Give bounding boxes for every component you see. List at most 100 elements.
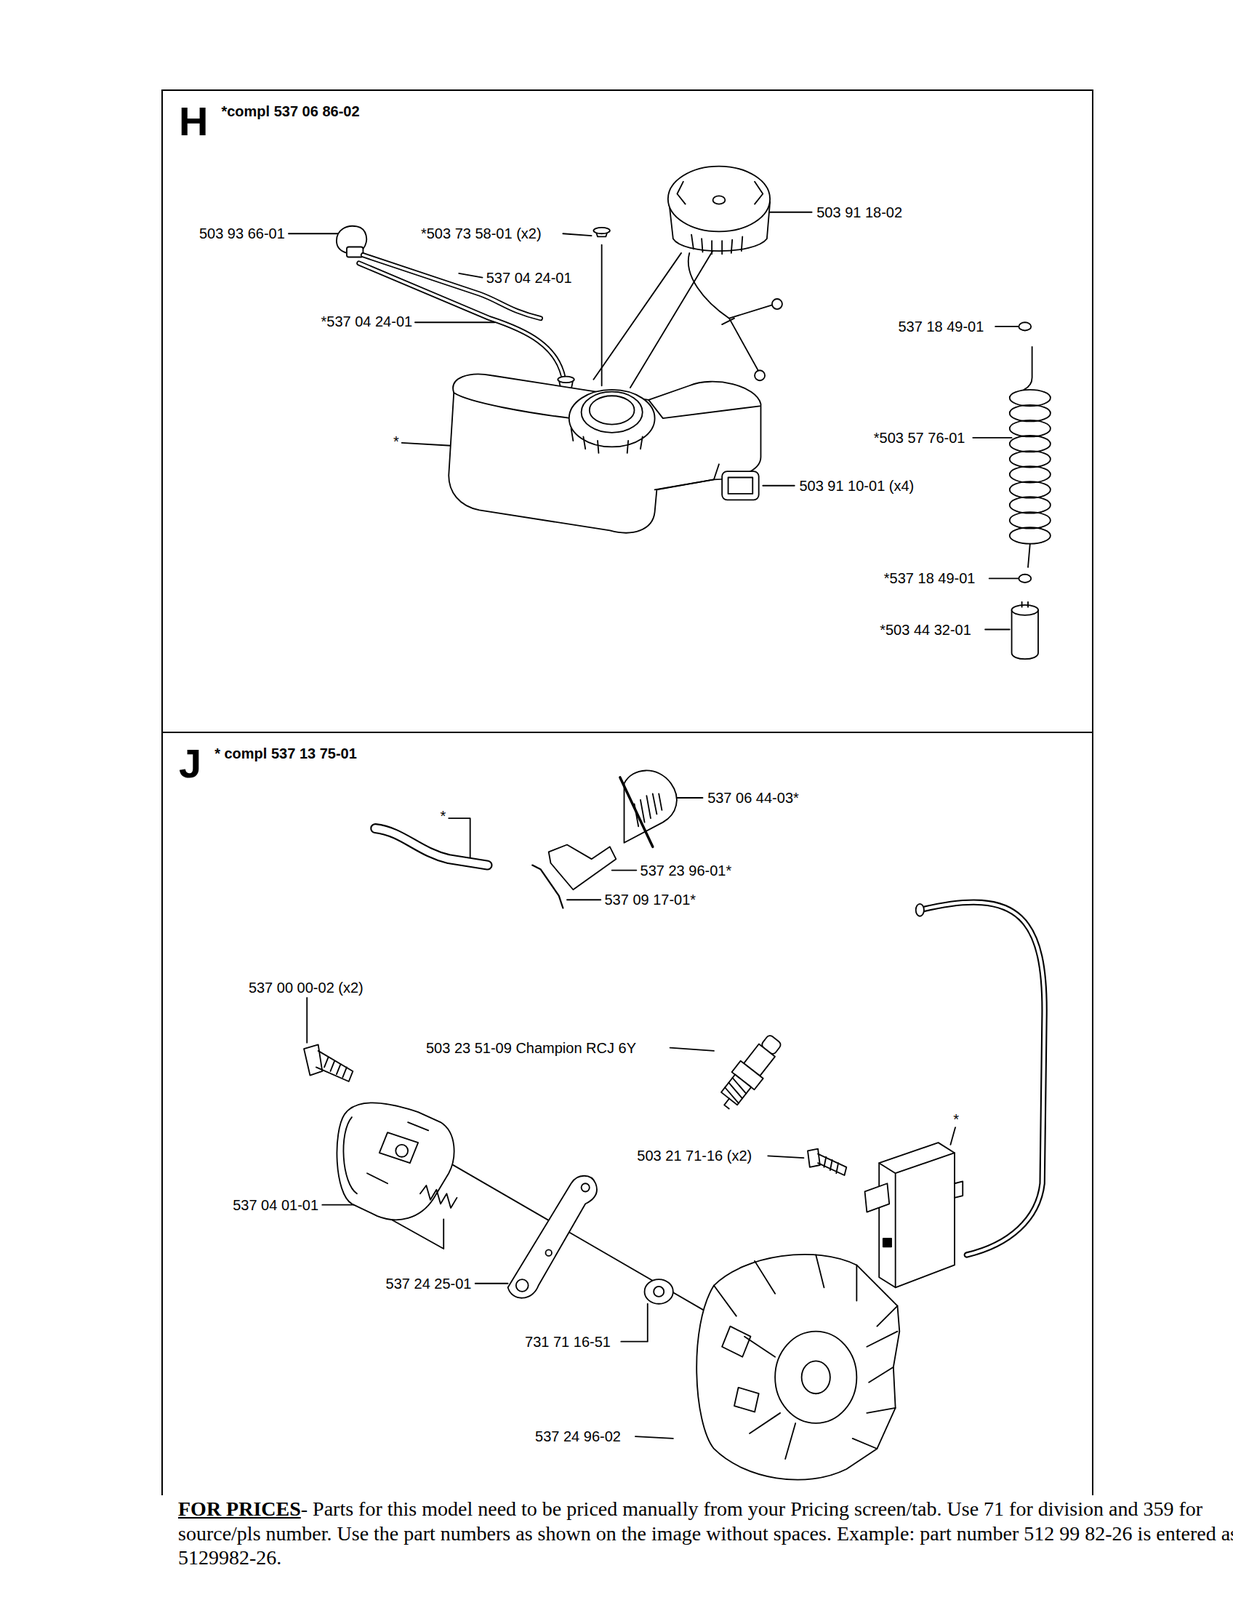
fuel-filter-hose [1009, 389, 1051, 406]
filter-holder [548, 844, 617, 890]
fuel-filter-hose [1009, 481, 1051, 498]
part-callout: 503 93 66-01 [198, 225, 286, 243]
wire-clip [532, 865, 563, 909]
ignition-module [865, 1182, 890, 1212]
part-callout: 503 91 10-01 (x4) [798, 476, 915, 494]
spark-plug [724, 1098, 735, 1109]
module-screw [807, 1148, 847, 1175]
part-number: 537 18 49-01 [897, 317, 985, 334]
fuel-filter-hose [1018, 322, 1031, 331]
part-number: 503 21 71-16 (x2) [636, 1147, 753, 1164]
fuel-filter-hose [1009, 420, 1051, 437]
fuel-tank [571, 428, 643, 453]
part-number: 731 71 16-51 [524, 1332, 612, 1349]
shoulder-bolt [303, 1043, 323, 1075]
part-callout: 537 23 96-01* [639, 861, 733, 879]
section-letter: J [178, 742, 202, 784]
leader-lines [985, 628, 1010, 631]
shoulder-bolt [303, 1043, 353, 1082]
part-number: * [392, 433, 400, 450]
leader-lines [402, 442, 455, 446]
pricing-note: FOR PRICES- Parts for this model need to… [178, 1496, 1233, 1570]
fuel-hoses [362, 255, 541, 319]
ignition-module [883, 1238, 892, 1247]
fuel-cap [668, 166, 783, 381]
spark-plug [713, 1030, 788, 1114]
part-callout: *503 73 58-01 (x2) [420, 225, 543, 243]
part-callout: 537 18 49-01 [897, 317, 985, 335]
ignition-module [865, 1142, 964, 1287]
fuel-tank [589, 395, 635, 424]
leader-lines [767, 1155, 804, 1158]
part-callout: 537 06 44-03* [706, 788, 800, 806]
fuel-filter-hose [1009, 404, 1051, 421]
grommets [557, 227, 610, 390]
section-header: J* compl 537 13 75-01 [162, 732, 1092, 784]
part-callout: 503 21 71-16 (x2) [636, 1147, 753, 1164]
grommets [593, 227, 610, 234]
part-callout: *537 18 49-01 [883, 569, 977, 587]
part-callout: 731 71 16-51 [524, 1332, 612, 1350]
part-callout: 537 04 24-01 [485, 268, 573, 286]
part-number: 537 24 25-01 [385, 1274, 473, 1291]
part-number: *503 73 58-01 (x2) [420, 225, 543, 242]
part-callout: * [392, 433, 400, 451]
part-callout: *503 57 76-01 [873, 428, 967, 446]
part-number: 537 04 01-01 [231, 1195, 320, 1212]
flywheel [801, 1360, 831, 1393]
leader-lines [306, 997, 308, 1043]
assembly-number: *compl 537 06 86-02 [221, 102, 360, 120]
fuel-filter-hose [1009, 527, 1051, 544]
fuel-filter-hose [1009, 450, 1051, 467]
clutch [395, 1144, 408, 1157]
module-screw [817, 1153, 847, 1175]
part-callout: *503 44 32-01 [878, 620, 973, 638]
part-number: 503 91 18-02 [815, 203, 903, 220]
shoulder-bolt [316, 1050, 354, 1082]
fuel-tank [448, 374, 761, 533]
shoulder-bolt [324, 1056, 347, 1077]
leader-lines [567, 898, 601, 901]
part-callout: 537 24 96-02 [534, 1427, 622, 1445]
short-hose [375, 828, 488, 866]
fuel-filter-hose [1027, 543, 1031, 568]
leader-lines [673, 796, 704, 799]
part-number: 537 23 96-01* [639, 861, 733, 878]
leader-lines [612, 869, 637, 871]
spark-plug [722, 1077, 749, 1103]
leader-lines [670, 1047, 714, 1051]
fuel-filter-hose [1022, 601, 1028, 608]
part-number: 503 91 10-01 (x4) [798, 476, 915, 493]
part-callout: 537 24 25-01 [385, 1274, 473, 1292]
primer-bulb [336, 226, 367, 258]
support-plate [581, 1182, 590, 1191]
parts-illustration [288, 166, 1051, 1480]
support-plate [508, 1175, 597, 1298]
fuel-cap [754, 370, 765, 381]
part-number: *503 44 32-01 [878, 620, 973, 637]
leader-lines [562, 233, 592, 236]
part-callout: 537 09 17-01* [603, 891, 697, 909]
leader-lines [766, 211, 813, 214]
leader-lines [458, 273, 483, 278]
fuel-filter-hose [1009, 511, 1051, 528]
fuel-tank [655, 463, 720, 490]
support-plate [545, 1248, 552, 1255]
short-hose [375, 828, 488, 866]
fuel-filter-hose [1009, 435, 1051, 452]
leader-lines [593, 252, 682, 380]
leader-lines [630, 248, 714, 388]
fuel-cap [668, 166, 770, 232]
fuel-filter-hose [1009, 496, 1051, 513]
wire-clip [532, 865, 563, 909]
part-number: 503 93 66-01 [198, 225, 286, 242]
flywheel [721, 1326, 759, 1412]
clutch-spring [420, 1185, 458, 1208]
support-plate [516, 1278, 529, 1292]
section-header: H*compl 537 06 86-02 [162, 90, 1092, 142]
leader-lines [950, 1126, 956, 1145]
rubber-buffer [728, 477, 754, 494]
nut-washer [644, 1278, 674, 1304]
fuel-cap [772, 298, 783, 309]
